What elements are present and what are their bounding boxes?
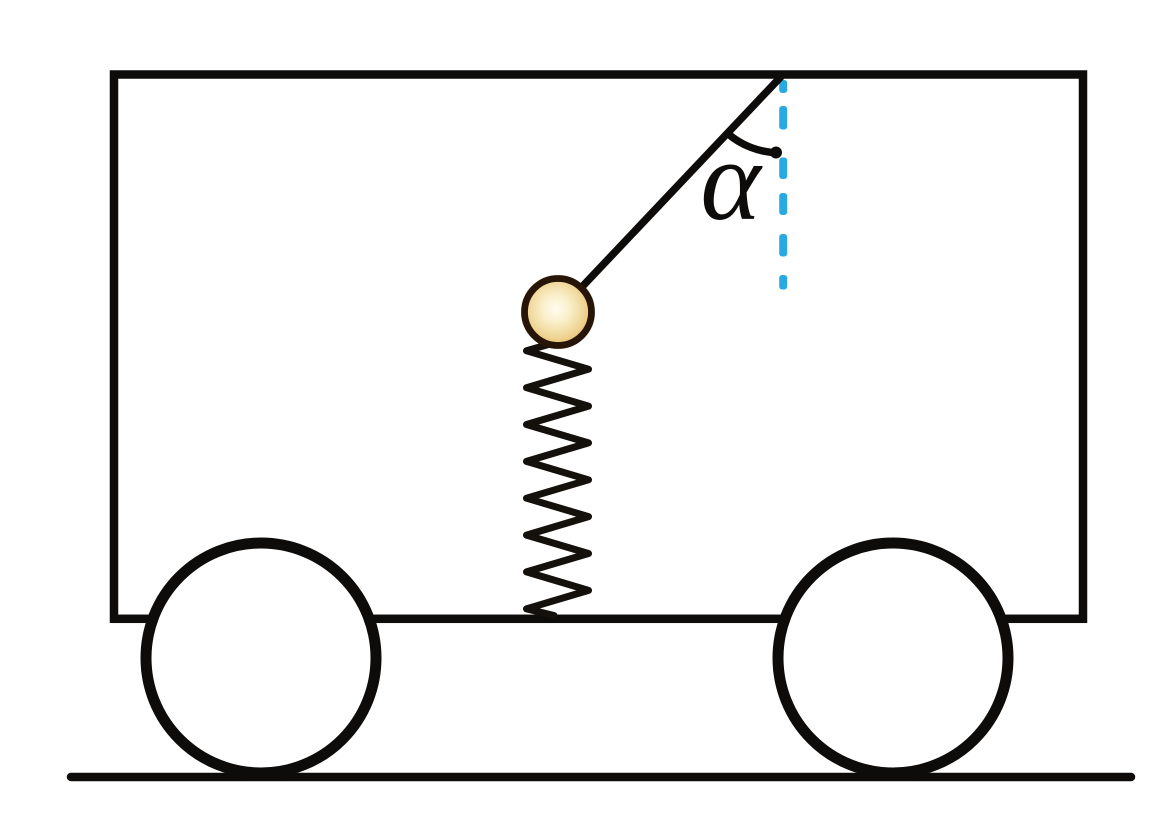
svg-text:α: α — [700, 117, 763, 244]
